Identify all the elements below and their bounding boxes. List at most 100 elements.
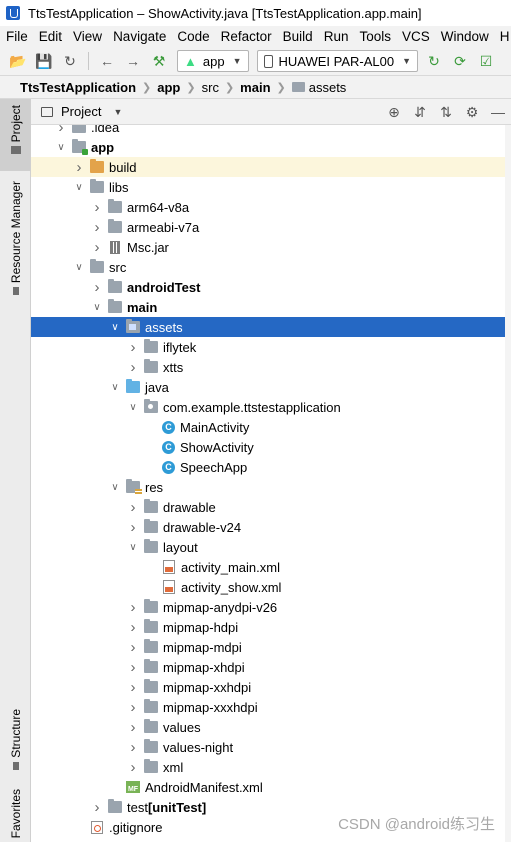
tree-row[interactable]: ›values-night: [31, 737, 505, 757]
tree-row[interactable]: ›mipmap-xxhdpi: [31, 677, 505, 697]
tree-row[interactable]: ›mipmap-hdpi: [31, 617, 505, 637]
tree-row[interactable]: ∨libs: [31, 177, 505, 197]
tree-row[interactable]: ›mipmap-xhdpi: [31, 657, 505, 677]
tree-row[interactable]: ›mipmap-xxxhdpi: [31, 697, 505, 717]
tree-row[interactable]: ›mipmap-mdpi: [31, 637, 505, 657]
tree-row[interactable]: ›androidTest: [31, 277, 505, 297]
tree-row[interactable]: ∨com.example.ttstestapplication: [31, 397, 505, 417]
tree-row[interactable]: ∨src: [31, 257, 505, 277]
save-icon[interactable]: 💾: [35, 52, 53, 69]
tree-row[interactable]: .gitignore: [31, 817, 505, 837]
tree-row[interactable]: ∨java: [31, 377, 505, 397]
tree-row[interactable]: ∨main: [31, 297, 505, 317]
tree-row[interactable]: ∨res: [31, 477, 505, 497]
chevron-right-icon[interactable]: ›: [94, 278, 100, 296]
chevron-down-icon[interactable]: ▼: [113, 106, 123, 117]
run-config-select[interactable]: ▲ app ▼: [177, 50, 249, 72]
menu-item-navigate[interactable]: Navigate: [113, 29, 167, 44]
menu-item-view[interactable]: View: [73, 29, 103, 44]
apply-code-changes-icon[interactable]: ☑: [479, 52, 493, 69]
apply-changes-icon[interactable]: ⟳: [454, 52, 466, 69]
chevron-down-icon[interactable]: ∨: [111, 481, 119, 493]
sync-icon[interactable]: ↻: [64, 52, 76, 69]
chevron-right-icon[interactable]: ›: [94, 218, 100, 236]
chevron-right-icon[interactable]: ›: [130, 718, 136, 736]
tree-row[interactable]: ›test [unitTest]: [31, 797, 505, 817]
menu-item-code[interactable]: Code: [177, 29, 210, 44]
chevron-right-icon[interactable]: ›: [130, 618, 136, 636]
tree-row[interactable]: ∨assets: [31, 317, 505, 337]
build-hammer-icon[interactable]: ⚒: [152, 52, 166, 69]
chevron-down-icon[interactable]: ∨: [111, 381, 119, 393]
tree-row[interactable]: ›values: [31, 717, 505, 737]
chevron-down-icon[interactable]: ∨: [93, 301, 101, 313]
chevron-right-icon[interactable]: ›: [76, 158, 82, 176]
tab-resource-manager[interactable]: Resource Manager: [0, 181, 31, 306]
tree-row[interactable]: ›xml: [31, 757, 505, 777]
menu-item-run[interactable]: Run: [323, 29, 349, 44]
forward-arrow-icon[interactable]: →: [126, 53, 140, 69]
breadcrumb-item[interactable]: assets: [291, 80, 346, 95]
chevron-right-icon[interactable]: ›: [130, 678, 136, 696]
chevron-down-icon[interactable]: ∨: [129, 401, 137, 413]
chevron-down-icon[interactable]: ∨: [75, 261, 83, 273]
tree-row[interactable]: ∨app: [31, 137, 505, 157]
chevron-right-icon[interactable]: ›: [130, 738, 136, 756]
back-arrow-icon[interactable]: ←: [100, 53, 114, 69]
tab-structure[interactable]: Structure: [0, 709, 31, 781]
chevron-right-icon[interactable]: ›: [130, 518, 136, 536]
chevron-down-icon[interactable]: ∨: [57, 141, 65, 153]
tree-row[interactable]: ›drawable-v24: [31, 517, 505, 537]
tree-row[interactable]: ›mipmap-anydpi-v26: [31, 597, 505, 617]
chevron-right-icon[interactable]: ›: [130, 638, 136, 656]
gear-icon[interactable]: ⚙: [465, 103, 479, 120]
tree-row[interactable]: ›Msc.jar: [31, 237, 505, 257]
menu-item-edit[interactable]: Edit: [38, 29, 63, 44]
chevron-right-icon[interactable]: ›: [94, 238, 100, 256]
tree-row[interactable]: ›arm64-v8a: [31, 197, 505, 217]
chevron-right-icon[interactable]: ›: [130, 598, 136, 616]
device-select[interactable]: HUAWEI PAR-AL00 ▼: [256, 50, 419, 72]
tree-row[interactable]: activity_show.xml: [31, 577, 505, 597]
breadcrumb-item[interactable]: src: [202, 80, 219, 95]
tree-row[interactable]: ›armeabi-v7a: [31, 217, 505, 237]
chevron-down-icon[interactable]: ∨: [75, 181, 83, 193]
chevron-right-icon[interactable]: ›: [130, 358, 136, 376]
rerun-icon[interactable]: ↻: [428, 52, 440, 69]
tree-row[interactable]: ›iflytek: [31, 337, 505, 357]
open-folder-icon[interactable]: 📂: [9, 52, 27, 69]
chevron-right-icon[interactable]: ›: [130, 658, 136, 676]
chevron-down-icon[interactable]: ∨: [129, 541, 137, 553]
tab-favorites[interactable]: Favorites: [0, 789, 31, 842]
menu-item-file[interactable]: File: [6, 29, 28, 44]
chevron-right-icon[interactable]: ›: [130, 758, 136, 776]
breadcrumb-item[interactable]: main: [240, 80, 270, 95]
tree-scrollbar[interactable]: [505, 125, 511, 842]
chevron-right-icon[interactable]: ›: [94, 198, 100, 216]
menu-item-refactor[interactable]: Refactor: [220, 29, 272, 44]
chevron-right-icon[interactable]: ›: [130, 498, 136, 516]
chevron-down-icon[interactable]: ∨: [111, 321, 119, 333]
menu-item-tools[interactable]: Tools: [359, 29, 391, 44]
menu-item-build[interactable]: Build: [282, 29, 313, 44]
menu-item-h[interactable]: H: [499, 29, 510, 44]
locate-target-icon[interactable]: ⊕: [388, 103, 400, 120]
tree-row[interactable]: ∨layout: [31, 537, 505, 557]
chevron-right-icon[interactable]: ›: [58, 125, 64, 136]
breadcrumb-item[interactable]: TtsTestApplication: [20, 80, 136, 95]
expand-all-icon[interactable]: ⇵: [414, 103, 426, 120]
tree-row[interactable]: ›drawable: [31, 497, 505, 517]
chevron-right-icon[interactable]: ›: [130, 698, 136, 716]
tree-row[interactable]: ›build: [31, 157, 505, 177]
project-view-label[interactable]: Project: [61, 104, 102, 119]
menu-item-vcs[interactable]: VCS: [401, 29, 430, 44]
collapse-all-icon[interactable]: ⇅: [440, 103, 452, 120]
tab-project[interactable]: Project: [0, 99, 31, 171]
tree-row[interactable]: activity_main.xml: [31, 557, 505, 577]
chevron-right-icon[interactable]: ›: [94, 798, 100, 816]
breadcrumb-item[interactable]: app: [157, 80, 180, 95]
